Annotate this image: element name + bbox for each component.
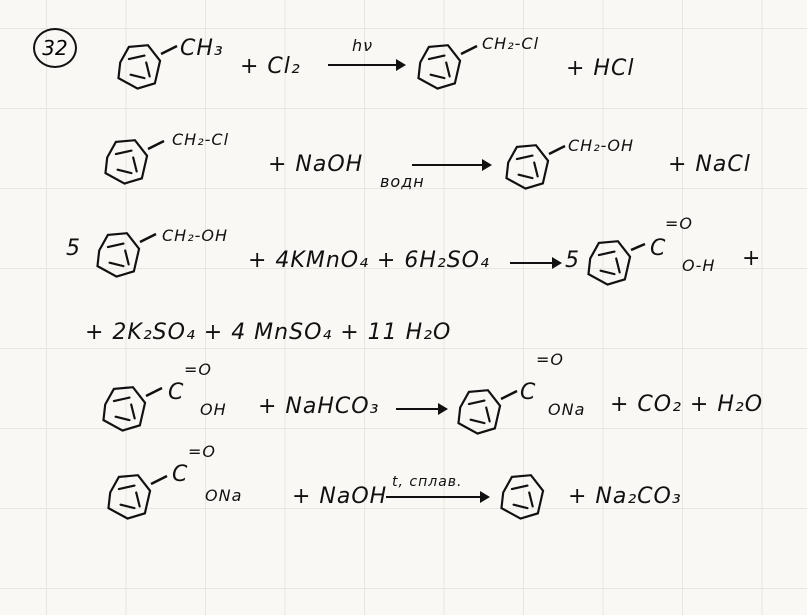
product-hcl: + HCl (566, 56, 635, 81)
benzene-ring-icon (415, 40, 478, 92)
benzene-ring-icon (100, 382, 163, 434)
double-bond-oxygen: =O (536, 350, 564, 369)
reagents-kmno4-h2so4: + 4KMnO₄ + 6H₂SO₄ (248, 248, 490, 273)
double-bond-oxygen: =O (665, 214, 693, 233)
product-na2co3: + Na₂CO₃ (568, 484, 682, 509)
reaction-arrow (386, 491, 490, 503)
reaction-arrow (412, 159, 492, 171)
sodium-oxide: ONa (205, 486, 243, 505)
benzene-ring-icon (455, 385, 518, 437)
carbon: C (168, 380, 185, 405)
substituent-ch2oh: CH₂-OH (162, 226, 229, 245)
reagent-naoh: + NaOH (292, 484, 388, 509)
reaction-arrow (396, 403, 448, 415)
plus-sign: + (742, 246, 762, 271)
condition-fusion: t, сплав. (392, 474, 463, 490)
coefficient: 5 (66, 236, 81, 261)
products-co2-h2o: + CO₂ + H₂O (610, 392, 764, 417)
products-line: + 2K₂SO₄ + 4 MnSO₄ + 11 H₂O (85, 320, 452, 345)
benzene-ring-icon (585, 236, 646, 288)
reaction-arrow (328, 59, 406, 71)
sodium-oxide: ONa (548, 400, 586, 419)
substituent-ch2oh: CH₂-OH (568, 136, 635, 155)
substituent-ch3: CH₃ (180, 36, 224, 61)
benzene-ring-icon (94, 228, 157, 280)
condition-light: hν (352, 36, 374, 55)
benzene-ring-icon (102, 135, 165, 187)
product-nacl: + NaCl (668, 152, 751, 177)
coefficient: 5 (565, 248, 580, 273)
double-bond-oxygen: =O (188, 442, 216, 461)
reagent-cl2: + Cl₂ (240, 54, 301, 79)
problem-number: 32 (33, 28, 77, 68)
carbon: C (172, 462, 189, 487)
substituent-ch2cl: CH₂-Cl (482, 34, 540, 53)
reaction-arrow (510, 257, 562, 269)
reagent-naoh: + NaOH (268, 152, 364, 177)
benzene-ring-icon (503, 140, 566, 192)
hydroxyl: OH (200, 400, 227, 419)
benzene-ring-icon (498, 470, 550, 522)
condition-aqueous: водн (380, 172, 425, 191)
carbon: C (650, 236, 667, 261)
hydroxyl: O-H (682, 256, 716, 275)
carbon: C (520, 380, 537, 405)
substituent-ch2cl: CH₂-Cl (172, 130, 230, 149)
double-bond-oxygen: =O (184, 360, 212, 379)
benzene-ring-icon (105, 470, 168, 522)
reagent-nahco3: + NaHCO₃ (258, 394, 380, 419)
benzene-ring-icon (115, 40, 178, 92)
